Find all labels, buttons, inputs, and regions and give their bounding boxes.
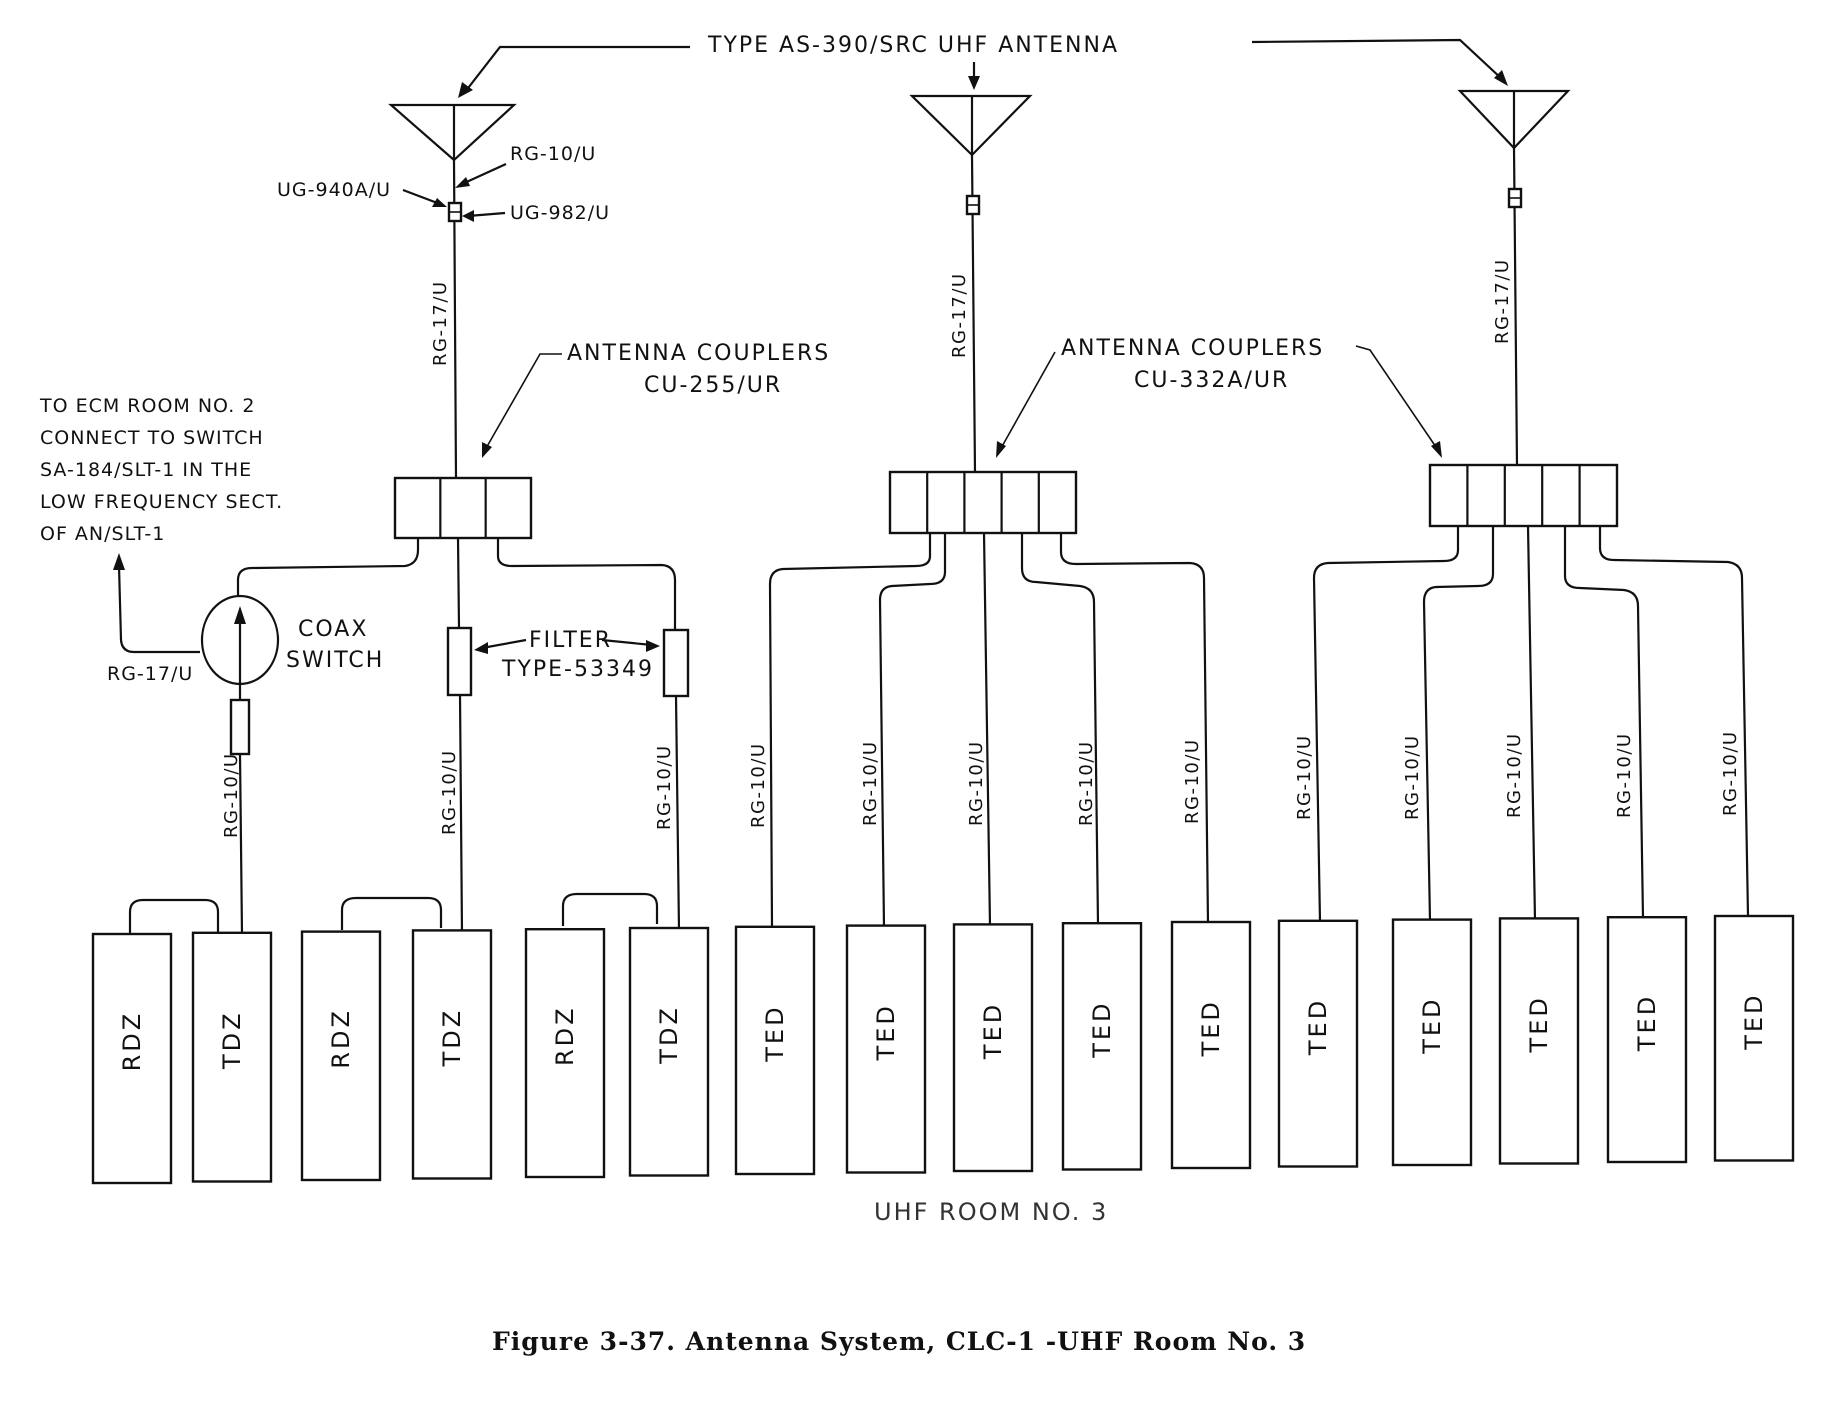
coax-filter	[229, 698, 251, 756]
antenna-coupler-1	[393, 476, 533, 540]
filter-label-line2: TYPE-53349	[501, 657, 654, 682]
antenna-2	[909, 94, 1033, 474]
ecm-arrow	[113, 553, 200, 654]
equipment-label: TED	[1740, 992, 1768, 1050]
equipment-label: TED	[1418, 996, 1446, 1054]
coupler-1-label-line2: CU-255/UR	[644, 373, 782, 398]
equipment-label: RDZ	[327, 1008, 355, 1069]
equipment-label: TDZ	[218, 1010, 246, 1070]
antenna-3	[1457, 89, 1571, 467]
jumper-pair-3	[561, 892, 659, 926]
title-leader-left	[458, 45, 690, 98]
group-2-cables	[768, 532, 1210, 929]
coupler-2-label-line1: ANTENNA COUPLERS	[1061, 336, 1324, 361]
label-rg10-g3-1: RG-10/U	[1294, 734, 1315, 820]
title-leader-right	[1251, 38, 1508, 86]
coupler-1-label-line1: ANTENNA COUPLERS	[567, 341, 830, 366]
label-rg17-ecm: RG-17/U	[107, 663, 193, 685]
coax-switch-label-line2: SWITCH	[286, 648, 384, 673]
antenna-coupler-2	[888, 470, 1078, 535]
label-rg10-g3-5: RG-10/U	[1720, 730, 1741, 816]
label-ug940: UG-940A/U	[277, 179, 391, 201]
equipment-label: TED	[1525, 995, 1553, 1053]
jumper-pair-2	[340, 896, 443, 930]
group-3-cables	[1312, 525, 1750, 923]
equipment-box-ted: TED	[1498, 917, 1580, 1165]
ecm-note-line: SA-184/SLT-1 IN THE	[40, 459, 252, 481]
equipment-box-ted: TED	[1713, 914, 1795, 1162]
label-rg10-filter-2: RG-10/U	[654, 744, 675, 830]
ecm-note-line: TO ECM ROOM NO. 2	[39, 395, 255, 417]
title-leader-middle	[968, 62, 980, 90]
figure-caption: Figure 3-37. Antenna System, CLC-1 -UHF …	[492, 1327, 1306, 1356]
equipment-label: RDZ	[551, 1005, 579, 1066]
antenna-type-title: TYPE AS-390/SRC UHF ANTENNA	[707, 33, 1119, 58]
label-rg10-g3-3: RG-10/U	[1504, 732, 1525, 818]
label-rg17-antenna-1: RG-17/U	[430, 280, 451, 366]
ecm-note-line: CONNECT TO SWITCH	[40, 427, 264, 449]
equipment-box-ted: TED	[1606, 916, 1688, 1164]
equipment-label: TED	[761, 1004, 789, 1062]
room-label: UHF ROOM NO. 3	[874, 1198, 1108, 1226]
label-rg10-filter-1: RG-10/U	[439, 749, 460, 835]
equipment-box-ted: TED	[952, 923, 1034, 1173]
equipment-box-ted: TED	[734, 925, 816, 1176]
equipment-box-ted: TED	[845, 924, 927, 1174]
equipment-box-rdz: RDZ	[524, 928, 606, 1179]
filter-1	[446, 537, 473, 935]
equipment-label: RDZ	[118, 1011, 146, 1072]
equipment-label: TED	[872, 1003, 900, 1061]
equipment-box-rdz: RDZ	[300, 930, 382, 1182]
coax-switch-label-line1: COAX	[298, 617, 368, 642]
equipment-box-tdz: TDZ	[411, 929, 493, 1180]
equipment-box-ted: TED	[1061, 922, 1143, 1171]
equipment-label: TED	[1197, 999, 1225, 1057]
coax-switch	[200, 538, 420, 936]
label-rg10-g2-1: RG-10/U	[748, 742, 769, 828]
label-rg10-g3-4: RG-10/U	[1614, 732, 1635, 818]
label-rg10-g2-5: RG-10/U	[1182, 738, 1203, 824]
ecm-note-line: LOW FREQUENCY SECT.	[40, 491, 283, 513]
label-rg17-antenna-2: RG-17/U	[949, 272, 970, 358]
ecm-note-line: OF AN/SLT-1	[40, 523, 165, 545]
equipment-label: TDZ	[655, 1005, 683, 1065]
filter-2	[496, 538, 690, 932]
coupler-2-label-line2: CU-332A/UR	[1134, 368, 1289, 393]
label-rg10-coax: RG-10/U	[221, 752, 242, 838]
equipment-box-tdz: TDZ	[191, 931, 273, 1183]
antenna-1	[388, 103, 517, 481]
label-rg10-g2-3: RG-10/U	[966, 740, 987, 826]
filter-label-line1: FILTER	[529, 628, 612, 653]
equipment-box-rdz: RDZ	[91, 932, 173, 1185]
label-rg10-g2-2: RG-10/U	[860, 740, 881, 826]
label-rg10-antenna: RG-10/U	[510, 143, 596, 165]
antenna-coupler-3	[1428, 463, 1619, 528]
equipment-box-ted: TED	[1391, 918, 1473, 1167]
equipment-label: TED	[1304, 998, 1332, 1056]
jumper-pair-1	[128, 898, 220, 934]
equipment-box-ted: TED	[1277, 919, 1359, 1168]
equipment-box-ted: TED	[1170, 920, 1252, 1170]
label-rg17-antenna-3: RG-17/U	[1492, 258, 1513, 344]
equipment-label: TED	[979, 1002, 1007, 1060]
equipment-box-tdz: TDZ	[628, 926, 710, 1177]
equipment-label: TDZ	[438, 1008, 466, 1068]
label-rg10-g2-4: RG-10/U	[1076, 740, 1097, 826]
equipment-label: TED	[1633, 994, 1661, 1052]
label-ug982: UG-982/U	[510, 202, 610, 224]
equipment-label: TED	[1088, 1000, 1116, 1058]
label-rg10-g3-2: RG-10/U	[1402, 734, 1423, 820]
ecm-note: TO ECM ROOM NO. 2 CONNECT TO SWITCH SA-184…	[39, 395, 283, 545]
